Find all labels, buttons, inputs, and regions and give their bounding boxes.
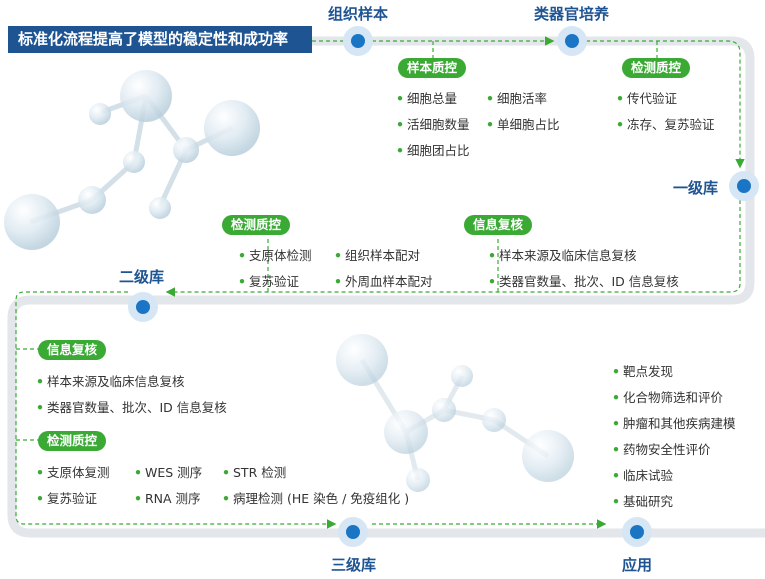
tag-detection-qc-culture: 检测质控 [622, 58, 691, 78]
list-item: •外周血样本配对 [334, 274, 433, 289]
tag-detection-qc-level1: 检测质控 [222, 215, 291, 235]
process-track [7, 36, 765, 538]
node-label-organoid-culture: 类器官培养 [534, 5, 610, 23]
list-item: •细胞活率 [486, 91, 548, 106]
list-item: •样本来源及临床信息复核 [36, 374, 185, 389]
node-level2-bank [128, 292, 158, 322]
molecule-bubbles-top [4, 70, 260, 250]
tag-detection-qc-level2: 检测质控 [38, 431, 107, 451]
list-item: •病理检测 (HE 染色 / 免疫组化 ) [222, 491, 410, 506]
molecule-bubbles-bottom [336, 334, 574, 492]
node-label-level2-bank: 二级库 [119, 268, 165, 286]
tag-sample-qc: 样本质控 [398, 58, 467, 78]
list-item: •细胞总量 [396, 91, 458, 106]
node-label-tissue-sample: 组织样本 [328, 5, 389, 23]
application-item: •肿瘤和其他疾病建模 [612, 416, 736, 431]
list-item: •组织样本配对 [334, 248, 421, 263]
application-item: •药物安全性评价 [612, 442, 711, 457]
list-item: •STR 检测 [222, 465, 287, 480]
list-item: •单细胞占比 [486, 117, 560, 132]
list-item: •传代验证 [616, 91, 678, 106]
list-item: •类器官数量、批次、ID 信息复核 [36, 400, 227, 415]
list-item: •细胞团占比 [396, 143, 470, 158]
application-item: •临床试验 [612, 468, 674, 483]
list-item: •冻存、复苏验证 [616, 117, 715, 132]
node-application [622, 517, 652, 547]
node-level1-bank [729, 171, 759, 201]
list-item: •WES 测序 [134, 465, 203, 480]
tag-info-check-level2: 信息复核 [38, 340, 107, 360]
application-item: •基础研究 [612, 494, 674, 509]
list-item: •复苏验证 [238, 274, 300, 289]
node-organoid-culture [557, 26, 587, 56]
list-item: •RNA 测序 [134, 491, 201, 506]
list-item: •复苏验证 [36, 491, 98, 506]
list-item: •类器官数量、批次、ID 信息复核 [488, 274, 679, 289]
node-tissue-sample [343, 26, 373, 56]
application-item: •化合物筛选和评价 [612, 390, 724, 405]
process-path-dashed [15, 36, 745, 529]
tag-info-check-level1: 信息复核 [464, 215, 533, 235]
page-title: 标准化流程提高了模型的稳定性和成功率 [8, 26, 312, 53]
list-item: •支原体复测 [36, 465, 110, 480]
node-label-level3-bank: 三级库 [331, 556, 377, 574]
application-item: •靶点发现 [612, 364, 674, 379]
node-level3-bank [338, 517, 368, 547]
list-item: •活细胞数量 [396, 117, 470, 132]
list-item: •支原体检测 [238, 248, 312, 263]
list-item: •样本来源及临床信息复核 [488, 248, 637, 263]
node-label-level1-bank: 一级库 [673, 179, 719, 197]
node-label-application: 应用 [622, 556, 653, 574]
